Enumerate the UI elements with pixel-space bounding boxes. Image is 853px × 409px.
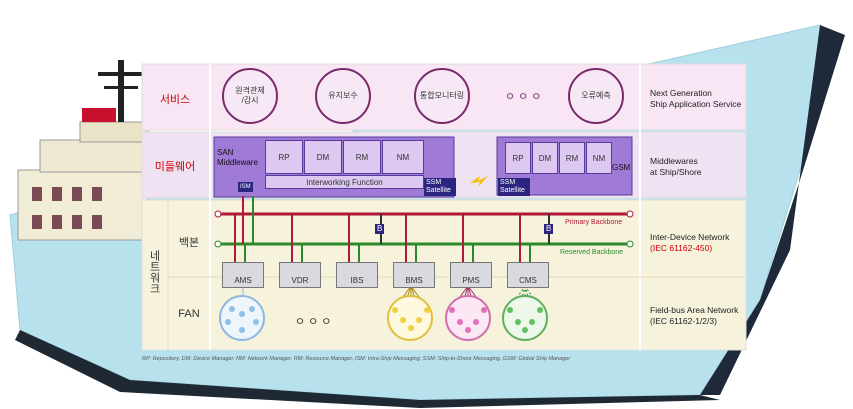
right-label-service: Next Generation Ship Application Service [650, 88, 742, 109]
row-label-service: 서비스 [159, 94, 191, 106]
bridge-2: B [544, 224, 554, 234]
gsm-label: GSM [612, 163, 631, 172]
bridge-1: B [375, 224, 385, 234]
interworking-function: Interworking Function [265, 175, 424, 189]
node-ibs: IBS [336, 262, 378, 288]
row-label-network: 네트워크 [148, 250, 160, 294]
san-module-rm: RM [343, 140, 381, 174]
node-drops [234, 214, 550, 262]
node-ams: AMS [222, 262, 264, 288]
abbreviation-footnote: RP: Repository, DM: Device Manager, NM: … [142, 356, 571, 362]
ship-keel-shadow [15, 330, 720, 408]
gsm-module-rm: RM [559, 142, 585, 174]
row-label-backbone: 백본 [178, 237, 200, 249]
reserved-backbone-label: Reserved Backbone [560, 249, 624, 256]
fan-more-dots: ㅇㅇㅇ [295, 316, 335, 328]
fan-cluster-cms [502, 285, 548, 341]
gsm-module-dm: DM [532, 142, 558, 174]
san-ism-badge: ISM [238, 182, 253, 192]
node-bms: BMS [393, 262, 435, 288]
right-label-backbone: Inter-Device Network(IEC 61162-450) [650, 232, 730, 253]
right-label-middleware: Middlewares at Ship/Shore [650, 156, 702, 177]
service-maintenance: 유지보수 [315, 68, 371, 124]
right-label-fan: Field-bus Area Network (IEC 61162-1/2/3) [650, 305, 739, 326]
primary-backbone-label: Primary Backbone [565, 219, 623, 226]
row-label-middleware: 미들웨어 [154, 161, 196, 173]
bridge-top [79, 121, 149, 143]
ship-bow-dark [700, 25, 845, 395]
superstructure-mid [39, 139, 149, 173]
mast-bar-1 [98, 72, 144, 76]
node-vdr: VDR [279, 262, 321, 288]
gsm-module-rp: RP [505, 142, 531, 174]
mast [118, 60, 124, 122]
mast-bar-2 [104, 86, 138, 89]
gsm-module-nm: NM [586, 142, 612, 174]
satellite-link-icon [470, 176, 488, 187]
san-module-nm: NM [382, 140, 424, 174]
service-more-dots: ㅇㅇㅇ [505, 91, 545, 103]
windows [32, 187, 102, 229]
service-remote-monitoring: 원격관제 /감시 [222, 68, 278, 124]
san-module-dm: DM [304, 140, 342, 174]
fan-cluster-bms [387, 285, 433, 341]
funnel-red [82, 108, 116, 122]
fan-cluster-pms [445, 285, 491, 341]
node-cms: CMS [507, 262, 549, 288]
fan-cluster-ams [219, 286, 265, 341]
node-pms: PMS [450, 262, 492, 288]
service-integrated-monitoring: 통합모니터링 [414, 68, 470, 124]
san-module-rp: RP [265, 140, 303, 174]
san-middleware-label: SAN Middleware [217, 148, 258, 167]
row-label-fan: FAN [178, 308, 200, 320]
service-fault-prediction: 오류예측 [568, 68, 624, 124]
superstructure-base [17, 169, 149, 241]
